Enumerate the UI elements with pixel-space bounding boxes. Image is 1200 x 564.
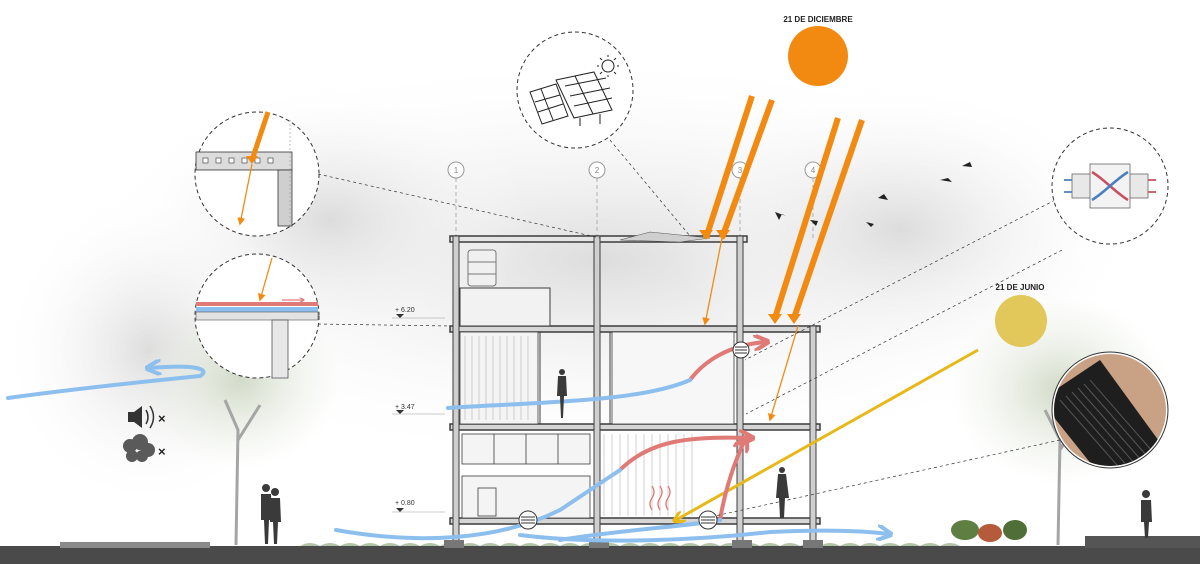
callout-slab-detail [194,253,320,379]
smoke-indicator: × [123,434,166,462]
level-ground: + 0.80 [392,500,445,513]
heat-exchanger-icon [1064,163,1156,209]
solar-panel-icon [529,71,613,126]
level-ground-label: + 0.80 [395,500,415,507]
water-tank-icon [467,249,497,287]
smoke-icon [123,434,155,462]
vent-icon [518,510,538,530]
person-icon [1141,490,1152,538]
callout-heat-exchanger [1051,127,1169,245]
winter-sun-rays [703,95,865,319]
grid-axis-label: 4 [811,166,816,175]
vent-icon [698,510,718,530]
noise-indicator: × [128,405,166,429]
sun-icon [597,55,619,77]
warm-air-flow [618,342,765,522]
callout-roof-detail [194,111,320,237]
person-icon [557,369,567,418]
winter-sun: 21 DE DICIEMBRE [783,15,853,86]
person-icon [261,484,281,544]
summer-sun-label: 21 DE JUNIO [996,283,1045,292]
heat-wave-icon [649,485,671,511]
sun-icon [995,295,1047,347]
person-icon [776,467,789,518]
winter-sun-label: 21 DE DICIEMBRE [783,15,853,24]
sun-icon [788,26,848,86]
level-middle: + 3.47 [392,404,445,415]
noise-cross: × [158,411,166,426]
grid-axis-label: 1 [454,166,459,175]
smoke-cross: × [158,444,166,459]
summer-sun: 21 DE JUNIO [995,283,1047,347]
grid-axis-label: 3 [738,166,743,175]
bird-icon [775,162,972,227]
callout-solar-panels [516,31,634,149]
speaker-mute-icon [128,406,142,428]
level-markers: + 6.20 + 3.47 + 0.80 [392,307,445,513]
grid-axis-label: 2 [595,166,600,175]
vent-icon [732,341,750,359]
garden-plants [951,520,1027,542]
level-middle-label: + 3.47 [395,404,415,411]
level-top: + 6.20 [392,307,445,319]
roof-solar-panel [619,231,711,243]
ground [0,536,1200,564]
level-top-label: + 6.20 [395,307,415,314]
cool-air-flow [6,367,888,543]
callout-leaders [317,139,1063,517]
